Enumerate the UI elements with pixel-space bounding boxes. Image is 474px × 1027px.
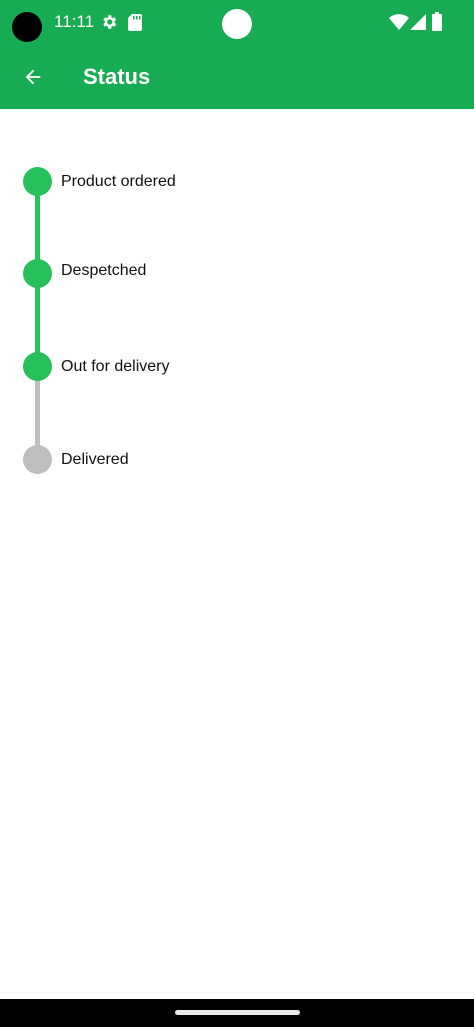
step-label: Delivered — [61, 451, 129, 468]
center-indicator — [222, 9, 252, 39]
step-label: Out for delivery — [61, 358, 170, 375]
status-time: 11:11 — [54, 12, 95, 31]
step-node-delivered — [23, 445, 52, 474]
step-node-out-for-delivery — [23, 352, 52, 381]
step-label: Product ordered — [61, 173, 176, 190]
status-bar: 11:11 — [0, 0, 474, 48]
timeline-connector-2 — [35, 287, 40, 367]
battery-icon — [432, 12, 442, 31]
wifi-icon — [389, 14, 409, 30]
home-gesture-handle[interactable] — [175, 1010, 300, 1015]
timeline-connector-3 — [35, 379, 40, 461]
navigation-bar — [0, 999, 474, 1027]
arrow-left-icon — [25, 69, 41, 85]
page-title: Status — [83, 64, 151, 89]
sd-card-icon — [128, 14, 142, 31]
step-node-product-ordered — [23, 167, 52, 196]
camera-cutout — [12, 12, 42, 42]
step-label: Despetched — [61, 262, 147, 279]
timeline-connector-1 — [35, 195, 40, 273]
app-bar: Status — [0, 48, 474, 109]
step-node-despatched — [23, 259, 52, 288]
signal-icon — [410, 14, 426, 30]
back-button[interactable] — [12, 56, 54, 98]
gear-icon — [103, 15, 117, 29]
